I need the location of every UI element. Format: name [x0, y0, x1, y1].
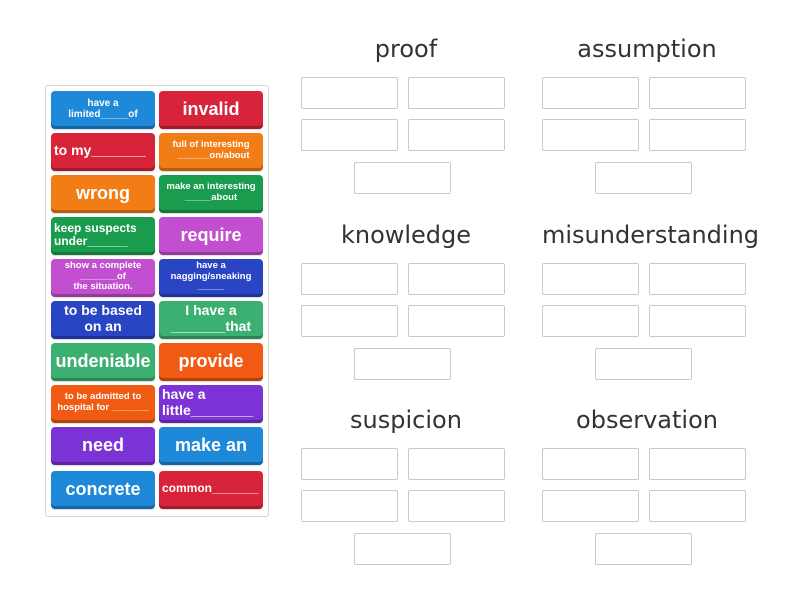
word-tile[interactable]: concrete: [51, 471, 155, 509]
drop-slot[interactable]: [408, 490, 505, 522]
word-tile[interactable]: have a limited_____of: [51, 91, 155, 129]
word-tile[interactable]: to be based on an: [51, 301, 155, 339]
drop-slot[interactable]: [595, 348, 692, 380]
drop-slot[interactable]: [408, 119, 505, 151]
group-title: knowledge: [340, 221, 472, 249]
word-tile[interactable]: full of interesting ______on/about: [159, 133, 263, 171]
drop-slot[interactable]: [542, 77, 639, 109]
group-title: observation: [576, 406, 718, 434]
drop-slot[interactable]: [408, 448, 505, 480]
drop-slot[interactable]: [301, 119, 398, 151]
word-tile[interactable]: keep suspects under______: [51, 217, 155, 255]
drop-slot[interactable]: [408, 305, 505, 337]
group-suspicion: suspicion: [301, 406, 511, 576]
word-tile[interactable]: show a complete _______of the situation.: [51, 259, 155, 297]
word-tile[interactable]: I have a _______that: [159, 301, 263, 339]
word-tile[interactable]: have a nagging/sneaking _____: [159, 259, 263, 297]
drop-slot[interactable]: [301, 305, 398, 337]
drop-slot[interactable]: [301, 77, 398, 109]
group-observation: observation: [542, 406, 752, 576]
group-title: assumption: [577, 35, 717, 63]
drop-slot[interactable]: [595, 533, 692, 565]
drop-slot[interactable]: [301, 448, 398, 480]
drop-slot[interactable]: [542, 305, 639, 337]
group-title: proof: [374, 35, 438, 63]
word-tile[interactable]: provide: [159, 343, 263, 381]
word-tile[interactable]: have a little________: [159, 385, 263, 423]
drop-slot[interactable]: [408, 77, 505, 109]
group-knowledge: knowledge: [301, 221, 511, 391]
word-tile[interactable]: to my_______: [51, 133, 155, 171]
drop-slot[interactable]: [354, 348, 451, 380]
drop-slot[interactable]: [649, 119, 746, 151]
drop-slot[interactable]: [649, 490, 746, 522]
drop-slot[interactable]: [542, 490, 639, 522]
group-title: suspicion: [350, 406, 462, 434]
word-bank: have a limited_____of invalid to my_____…: [45, 85, 269, 517]
word-tile[interactable]: require: [159, 217, 263, 255]
drop-slot[interactable]: [301, 263, 398, 295]
drop-slot[interactable]: [301, 490, 398, 522]
word-tile[interactable]: wrong: [51, 175, 155, 213]
word-tile[interactable]: make an: [159, 427, 263, 465]
drop-slot[interactable]: [649, 263, 746, 295]
drop-slot[interactable]: [354, 162, 451, 194]
drop-slot[interactable]: [354, 533, 451, 565]
drop-slot[interactable]: [542, 263, 639, 295]
drop-slot[interactable]: [649, 448, 746, 480]
drop-slot[interactable]: [649, 305, 746, 337]
drop-slot[interactable]: [649, 77, 746, 109]
group-proof: proof: [301, 35, 511, 205]
word-tile[interactable]: need: [51, 427, 155, 465]
drop-slot[interactable]: [542, 119, 639, 151]
word-tile[interactable]: common_______: [159, 471, 263, 509]
group-title: misunderstanding: [542, 221, 760, 249]
group-assumption: assumption: [542, 35, 752, 205]
word-tile[interactable]: to be admitted to hospital for _______: [51, 385, 155, 423]
word-tile[interactable]: undeniable: [51, 343, 155, 381]
drop-slot[interactable]: [542, 448, 639, 480]
drop-slot[interactable]: [595, 162, 692, 194]
drop-slot[interactable]: [408, 263, 505, 295]
word-tile[interactable]: invalid: [159, 91, 263, 129]
group-misunderstanding: misunderstanding: [542, 221, 760, 391]
word-tile[interactable]: make an interesting _____about: [159, 175, 263, 213]
